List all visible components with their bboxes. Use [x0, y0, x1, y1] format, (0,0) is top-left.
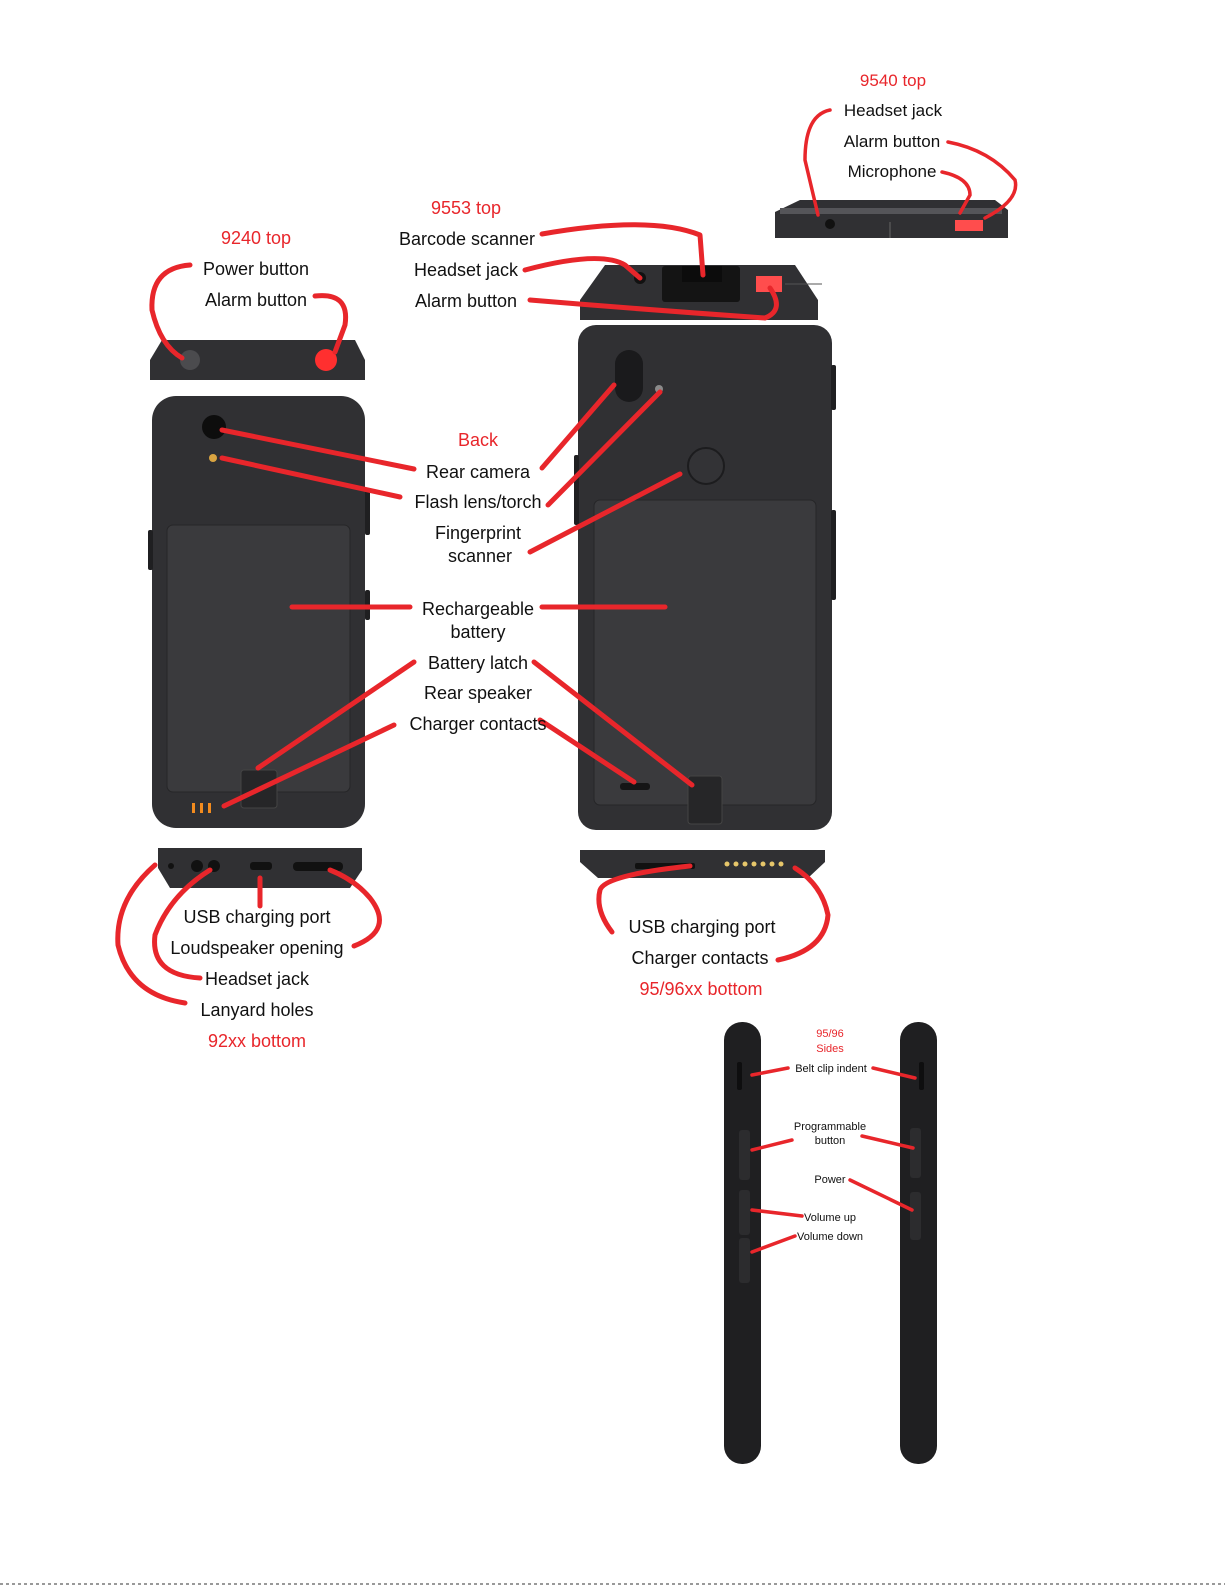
label-rear-speaker: Rear speaker	[424, 683, 532, 703]
charger-contact-pins	[724, 861, 784, 867]
label-9553-barcode-scanner: Barcode scanner	[399, 229, 535, 249]
label-volume-up: Volume up	[804, 1212, 856, 1224]
heading-9240-top: 9240 top	[221, 228, 291, 248]
label-92-loudspeaker: Loudspeaker opening	[170, 938, 343, 958]
label-92-usb-port: USB charging port	[183, 907, 330, 927]
label-battery-line1: Rechargeable	[422, 599, 534, 619]
label-flash-torch: Flash lens/torch	[414, 492, 541, 512]
heading-back: Back	[458, 430, 499, 450]
label-volume-down: Volume down	[797, 1231, 863, 1243]
device-9596-back	[574, 325, 836, 830]
label-programmable-line1: Programmable	[794, 1121, 866, 1133]
label-9596-charger-contacts: Charger contacts	[631, 948, 768, 968]
heading-9596-bottom: 95/96xx bottom	[639, 979, 762, 999]
label-charger-contacts: Charger contacts	[409, 714, 546, 734]
label-9596-usb-port: USB charging port	[628, 917, 775, 937]
label-9540-microphone: Microphone	[848, 162, 937, 181]
heading-sides-line1: 95/96	[816, 1028, 844, 1040]
label-battery-latch: Battery latch	[428, 653, 528, 673]
device-9596-left-side	[724, 1022, 761, 1464]
label-rear-camera: Rear camera	[426, 462, 531, 482]
device-9240-top-view	[150, 340, 365, 380]
heading-9540-top: 9540 top	[860, 71, 926, 90]
device-92xx-back	[148, 396, 370, 828]
device-9596-right-side	[900, 1022, 937, 1464]
heading-sides-line2: Sides	[816, 1043, 844, 1055]
label-92-headset-jack: Headset jack	[205, 969, 310, 989]
label-battery-line2: battery	[450, 622, 505, 642]
label-9553-alarm-button: Alarm button	[415, 291, 517, 311]
label-9553-headset-jack: Headset jack	[414, 260, 519, 280]
device-9540-top-view	[775, 200, 1008, 238]
label-belt-clip-indent: Belt clip indent	[795, 1063, 867, 1075]
label-9540-alarm-button: Alarm button	[844, 132, 940, 151]
label-9240-power-button: Power button	[203, 259, 309, 279]
label-side-power: Power	[814, 1174, 846, 1186]
heading-92-bottom: 92xx bottom	[208, 1031, 306, 1051]
label-92-lanyard-holes: Lanyard holes	[200, 1000, 313, 1020]
device-9596-bottom-view	[580, 850, 825, 878]
label-9540-headset-jack: Headset jack	[844, 101, 943, 120]
label-fingerprint-line1: Fingerprint	[435, 523, 521, 543]
label-fingerprint-line2: scanner	[448, 546, 512, 566]
label-programmable-line2: button	[815, 1135, 846, 1147]
label-9240-alarm-button: Alarm button	[205, 290, 307, 310]
heading-9553-top: 9553 top	[431, 198, 501, 218]
